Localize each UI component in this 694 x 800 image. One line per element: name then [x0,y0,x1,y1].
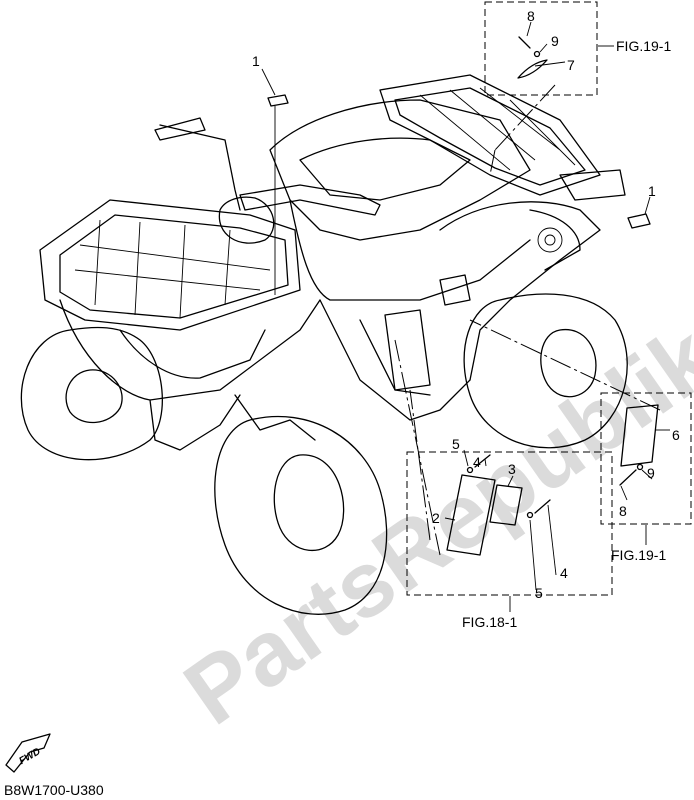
atv-illustration [20,74,628,615]
callout-5-upper: 5 [452,436,460,452]
callout-7: 7 [567,57,575,73]
callout-2: 2 [432,510,440,526]
fig-ref-19-right: FIG.19-1 [611,547,666,563]
watermark-text: PartsRepublik [167,306,694,745]
callout-5-lower: 5 [535,585,543,601]
callout-3: 3 [508,461,516,477]
fig18-box [394,339,613,612]
callout-9-top: 9 [551,33,559,49]
diagram-code: B8W1700-U380 [4,782,104,798]
fig-ref-18: FIG.18-1 [462,614,517,630]
label-1-front [261,68,289,295]
fwd-label: FWD [17,746,42,767]
callout-9-right: 9 [647,465,655,481]
fig-ref-19-top: FIG.19-1 [616,38,671,54]
fig19-top-box [484,1,614,176]
callout-6: 6 [672,427,680,443]
fwd-arrow-icon: FWD [5,733,51,773]
callout-1-front: 1 [252,53,260,69]
callout-1-rear: 1 [648,183,656,199]
callout-8-right: 8 [619,503,627,519]
fig19-right-box [469,319,692,545]
label-1-rear [627,196,651,229]
callout-8-top: 8 [527,8,535,24]
callout-4-lower: 4 [560,565,568,581]
callout-4-upper: 4 [473,454,481,470]
